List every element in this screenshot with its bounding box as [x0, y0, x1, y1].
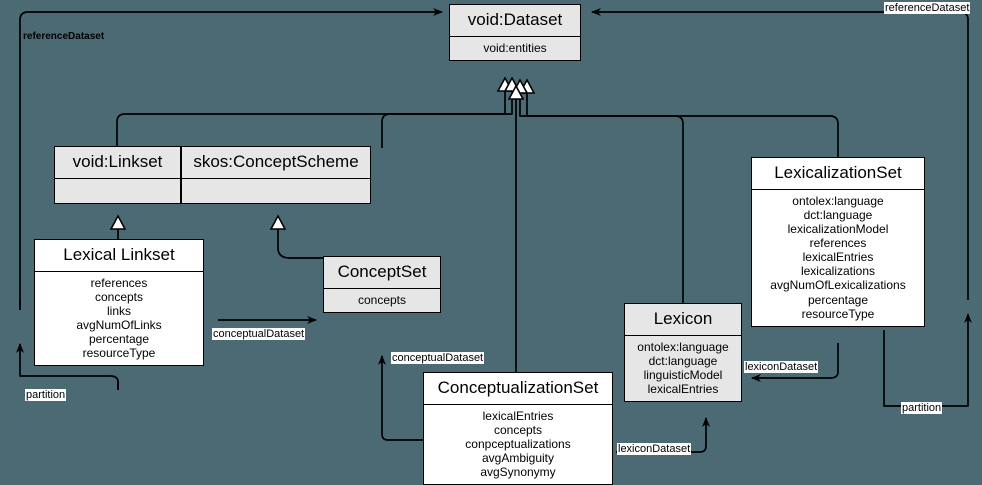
class-separator — [752, 188, 924, 190]
attribute: conpceptualizations — [465, 436, 571, 451]
class-separator — [35, 270, 203, 272]
attribute: resourceType — [82, 346, 156, 361]
class-conceptualization-set[interactable]: ConceptualizationSet lexicalEntries conc… — [423, 372, 613, 485]
class-separator — [450, 35, 580, 37]
class-separator — [55, 177, 180, 179]
class-lexical-linkset-attributes: references concepts links avgNumOfLinks … — [35, 271, 203, 366]
class-concept-set-attributes: concepts — [324, 288, 440, 312]
attribute: concepts — [94, 289, 144, 304]
edge-lexicon-dataset-right — [751, 343, 839, 382]
attribute: dct:language — [803, 207, 873, 222]
class-void-dataset-name: void:Dataset — [450, 5, 580, 36]
class-separator — [625, 334, 741, 336]
attribute: links — [106, 303, 131, 318]
attribute: lexicalizations — [800, 264, 876, 279]
attribute: percentage — [88, 332, 150, 347]
attribute: references — [809, 236, 867, 251]
class-void-linkset[interactable]: void:Linkset — [54, 146, 181, 204]
attribute: lexicalEntries — [802, 250, 874, 265]
attribute: ontolex:language — [637, 339, 729, 354]
edge-label-lexicon-dataset-right: lexiconDataset — [744, 361, 819, 374]
class-lexical-linkset[interactable]: Lexical Linkset references concepts link… — [34, 239, 204, 367]
attribute: percentage — [807, 292, 869, 307]
attribute: dct:language — [648, 353, 718, 368]
class-void-dataset-attributes: void:entities — [450, 36, 580, 60]
attribute: avgSynonymy — [480, 465, 556, 480]
class-skos-conceptscheme-attributes — [182, 178, 370, 203]
class-lexicon-attributes: ontolex:language dct:language linguistic… — [625, 335, 741, 402]
attribute: linguisticModel — [643, 367, 723, 382]
class-lexical-linkset-name: Lexical Linkset — [63, 245, 175, 264]
class-separator — [324, 287, 440, 289]
edge-label-partition-left: partition — [25, 389, 67, 402]
attribute: resourceType — [801, 306, 875, 321]
edge-label-reference-dataset-left: referenceDataset — [23, 31, 105, 42]
class-conceptualization-set-attributes: lexicalEntries concepts conpceptualizati… — [424, 404, 612, 485]
class-void-dataset[interactable]: void:Dataset void:entities — [449, 4, 581, 61]
attribute: avgNumOfLexicalizations — [770, 278, 906, 293]
class-skos-conceptscheme[interactable]: skos:ConceptScheme — [181, 146, 371, 204]
class-void-linkset-attributes — [55, 178, 180, 203]
edge-gen-lexicalizationset-to-dataset — [527, 80, 839, 160]
class-separator — [182, 177, 370, 179]
attribute: lexicalEntries — [482, 408, 554, 423]
attribute: void:entities — [483, 40, 547, 55]
edge-partition-right — [883, 313, 972, 407]
class-conceptualization-set-name: ConceptualizationSet — [437, 378, 599, 397]
attribute: avgAmbiguity — [481, 451, 555, 466]
class-lexicalization-set-attributes: ontolex:language dct:language lexicaliza… — [752, 189, 924, 326]
edge-lexicon-dataset-bottom — [616, 417, 710, 453]
edge-gen-lexicon-to-dataset — [520, 80, 684, 303]
class-void-linkset-name: void:Linkset — [55, 147, 180, 178]
attribute: concepts — [357, 292, 407, 307]
edge-gen-conceptscheme-to-dataset — [381, 78, 512, 148]
class-separator — [424, 403, 612, 405]
attribute: concepts — [493, 422, 543, 437]
edge-label-reference-dataset-right: referenceDataset — [884, 2, 971, 15]
attribute: lexicalizationModel — [787, 221, 889, 236]
class-lexicalization-set[interactable]: LexicalizationSet ontolex:language dct:l… — [751, 157, 925, 327]
edge-label-partition-right: partition — [901, 402, 943, 415]
class-skos-conceptscheme-name: skos:ConceptScheme — [182, 147, 370, 178]
class-concept-set[interactable]: ConceptSet concepts — [323, 256, 441, 313]
edge-label-conceptual-dataset-mid: conceptualDataset — [391, 352, 485, 365]
attribute: ontolex:language — [792, 193, 884, 208]
edge-gen-linkset-to-dataset — [116, 78, 505, 148]
edge-label-lexicon-dataset-bottom: lexiconDataset — [617, 443, 692, 456]
attribute: avgNumOfLinks — [76, 318, 162, 333]
class-concept-set-name: ConceptSet — [324, 257, 440, 288]
edge-gen-conceptset-to-conceptscheme — [278, 216, 330, 259]
edge-label-conceptual-dataset-left: conceptualDataset — [212, 328, 306, 341]
edge-reference-dataset-left — [19, 8, 443, 310]
edge-conceptual-dataset-mid — [378, 355, 425, 441]
class-lexicon-name: Lexicon — [625, 304, 741, 335]
class-lexicon[interactable]: Lexicon ontolex:language dct:language li… — [624, 303, 742, 403]
class-lexicalization-set-name: LexicalizationSet — [774, 163, 902, 182]
attribute: references — [90, 275, 148, 290]
attribute: lexicalEntries — [647, 382, 719, 397]
